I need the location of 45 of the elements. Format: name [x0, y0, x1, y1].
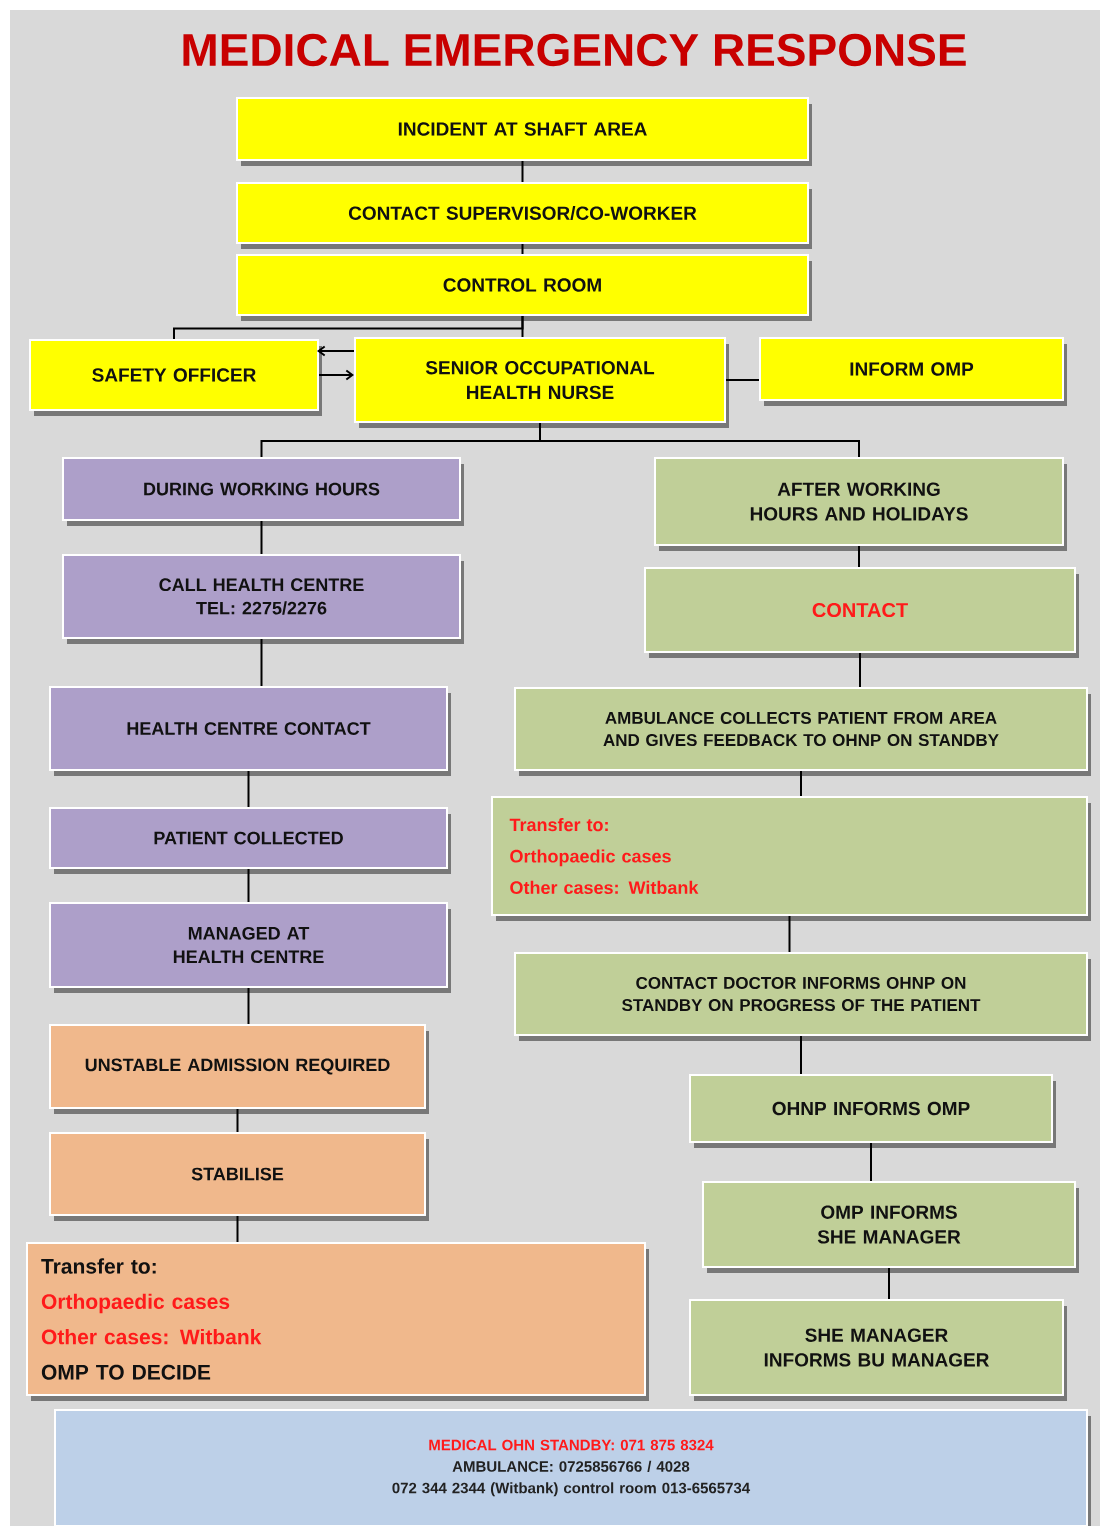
connector — [317, 345, 355, 357]
connector — [318, 369, 354, 381]
title: MEDICAL EMERGENCY RESPONSE — [183, 33, 966, 67]
process-box: SAFETY OFFICER — [29, 339, 322, 416]
process-box: HEALTH CENTRE CONTACT — [49, 686, 451, 776]
connector — [858, 545, 860, 568]
process-box: INFORM OMP — [759, 337, 1067, 406]
process-box: OMP INFORMS SHE MANAGER — [702, 1181, 1079, 1273]
connector — [800, 1035, 802, 1075]
process-box: CONTROL ROOM — [236, 254, 812, 321]
process-box: UNSTABLE ADMISSION REQUIRED — [49, 1024, 429, 1114]
connector — [236, 1108, 239, 1133]
process-box: STABILISE — [49, 1132, 429, 1221]
process-box: SENIOR OCCUPATIONAL HEALTH NURSE — [354, 337, 729, 428]
connector — [521, 160, 524, 183]
connector — [725, 379, 760, 381]
connector — [788, 915, 791, 953]
process-box: CALL HEALTH CENTRE TEL: 2275/2276 — [62, 554, 464, 644]
connector — [247, 770, 250, 808]
connector — [521, 243, 524, 255]
connector — [870, 1142, 872, 1182]
process-box: PATIENT COLLECTED — [49, 807, 451, 874]
process-box: MANAGED AT HEALTH CENTRE — [49, 902, 451, 993]
process-box: CONTACT DOCTOR INFORMS OHNP ON STANDBY ON PROGRESS OF THE PATIENT — [514, 952, 1091, 1041]
process-box: CONTACT — [644, 567, 1079, 658]
connector — [539, 422, 860, 458]
connector — [800, 770, 802, 797]
connector — [521, 315, 524, 338]
contact-info-box: MEDICAL OHN STANDBY: 071 875 8324 AMBULANCE: 0725856766 / 4028 072 344 2344 (Witbank) control room 013-6565734 — [54, 1409, 1091, 1526]
connector — [247, 868, 250, 903]
process-box: AMBULANCE COLLECTS PATIENT FROM AREA AND GIVES FEEDBACK TO OHNP ON STANDBY — [514, 687, 1091, 776]
connector — [260, 638, 263, 687]
process-box: AFTER WORKING HOURS AND HOLIDAYS — [654, 457, 1067, 551]
connector — [247, 987, 250, 1025]
process-box: INCIDENT AT SHAFT AREA — [236, 97, 812, 166]
connector — [260, 520, 263, 555]
connector — [859, 652, 861, 688]
connector — [888, 1267, 890, 1300]
process-box: CONTACT SUPERVISOR/CO-WORKER — [236, 182, 812, 249]
process-box: OHNP INFORMS OMP — [689, 1074, 1056, 1148]
connector — [236, 1215, 239, 1243]
process-box: SHE MANAGER INFORMS BU MANAGER — [689, 1299, 1067, 1401]
note-box: Transfer to: Orthopaedic cases Other cases: Witbank OMP TO DECIDE — [26, 1242, 649, 1401]
process-box: DURING WORKING HOURS — [62, 457, 464, 526]
note-box: Transfer to: Orthopaedic cases Other cases: Witbank — [491, 796, 1091, 921]
